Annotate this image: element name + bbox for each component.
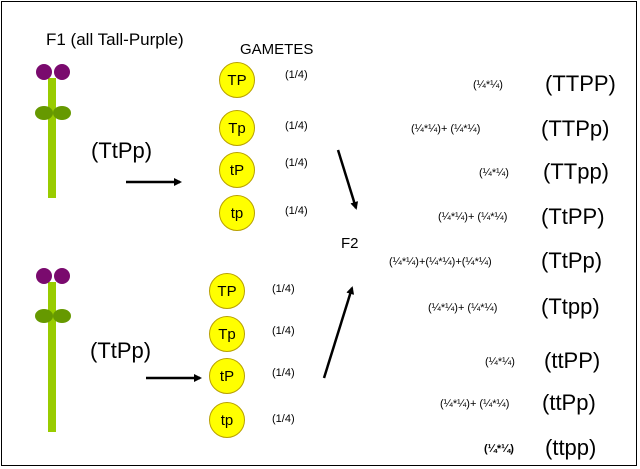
offspring-probability: (¼*¼)+ (¼*¼): [428, 302, 498, 314]
plant-flower: [54, 64, 70, 80]
gamete-probability: (1/4): [272, 283, 295, 295]
offspring-genotype: (ttPp): [542, 390, 596, 415]
plant-leaf: [53, 309, 71, 323]
offspring-probability: (¼*¼): [484, 443, 514, 455]
gamete-probability: (1/4): [272, 413, 295, 425]
gamete: tp: [219, 195, 255, 231]
gamete-probability: (1/4): [285, 157, 308, 169]
offspring-probability: (¼*¼)+ (¼*¼): [440, 398, 510, 410]
plant-stem: [48, 282, 56, 432]
arrow-gametes2-to-f2: [322, 286, 355, 379]
offspring-genotype: (TTPp): [541, 116, 610, 141]
offspring-genotype: (TtPP): [541, 204, 605, 229]
arrow-gametes1-to-f2: [336, 149, 359, 210]
plant-stem: [48, 78, 56, 198]
parent-2-genotype: (TtPp): [90, 338, 152, 363]
f2-label: F2: [341, 235, 359, 252]
plant-leaf: [35, 106, 53, 120]
offspring-genotype: (TtPp): [541, 248, 603, 273]
offspring-genotype: (TTPP): [545, 71, 616, 96]
plant-flower: [36, 268, 52, 284]
plant-flower: [54, 268, 70, 284]
offspring-probability: (¼*¼): [485, 356, 515, 368]
gamete: Tp: [219, 110, 255, 146]
offspring-genotype: (ttPP): [544, 348, 601, 373]
diagram-title: F1 (all Tall-Purple): [46, 30, 184, 49]
offspring-probability: (¼*¼)+ (¼*¼): [411, 123, 481, 135]
plant-1: [35, 64, 71, 198]
gamete-probability: (1/4): [285, 120, 308, 132]
offspring-genotype: (Ttpp): [541, 294, 600, 319]
gamete: tP: [209, 358, 245, 394]
plant-leaf: [53, 106, 71, 120]
plant-leaf: [35, 309, 53, 323]
gamete-probability: (1/4): [285, 69, 308, 81]
plant-flower: [36, 64, 52, 80]
gamete: Tp: [209, 316, 245, 352]
gamete-probability: (1/4): [272, 367, 295, 379]
gamete-probability: (1/4): [285, 205, 308, 217]
offspring-probability: (¼*¼): [479, 167, 509, 179]
offspring-probability: (¼*¼): [473, 79, 503, 91]
gamete: tP: [219, 152, 255, 188]
gamete-probability: (1/4): [272, 325, 295, 337]
offspring-probability: (¼*¼)+ (¼*¼): [438, 211, 508, 223]
offspring-probability: (¼*¼)+(¼*¼)+(¼*¼): [389, 256, 492, 268]
gamete: tp: [209, 402, 245, 438]
parent-1-genotype: (TtPp): [91, 138, 153, 163]
gametes-heading: GAMETES: [240, 41, 314, 58]
offspring-genotype: (TTpp): [543, 159, 609, 184]
gamete: TP: [209, 273, 245, 309]
offspring-genotype: (ttpp): [545, 435, 597, 460]
plant-2: [35, 268, 71, 432]
gamete: TP: [219, 62, 255, 98]
